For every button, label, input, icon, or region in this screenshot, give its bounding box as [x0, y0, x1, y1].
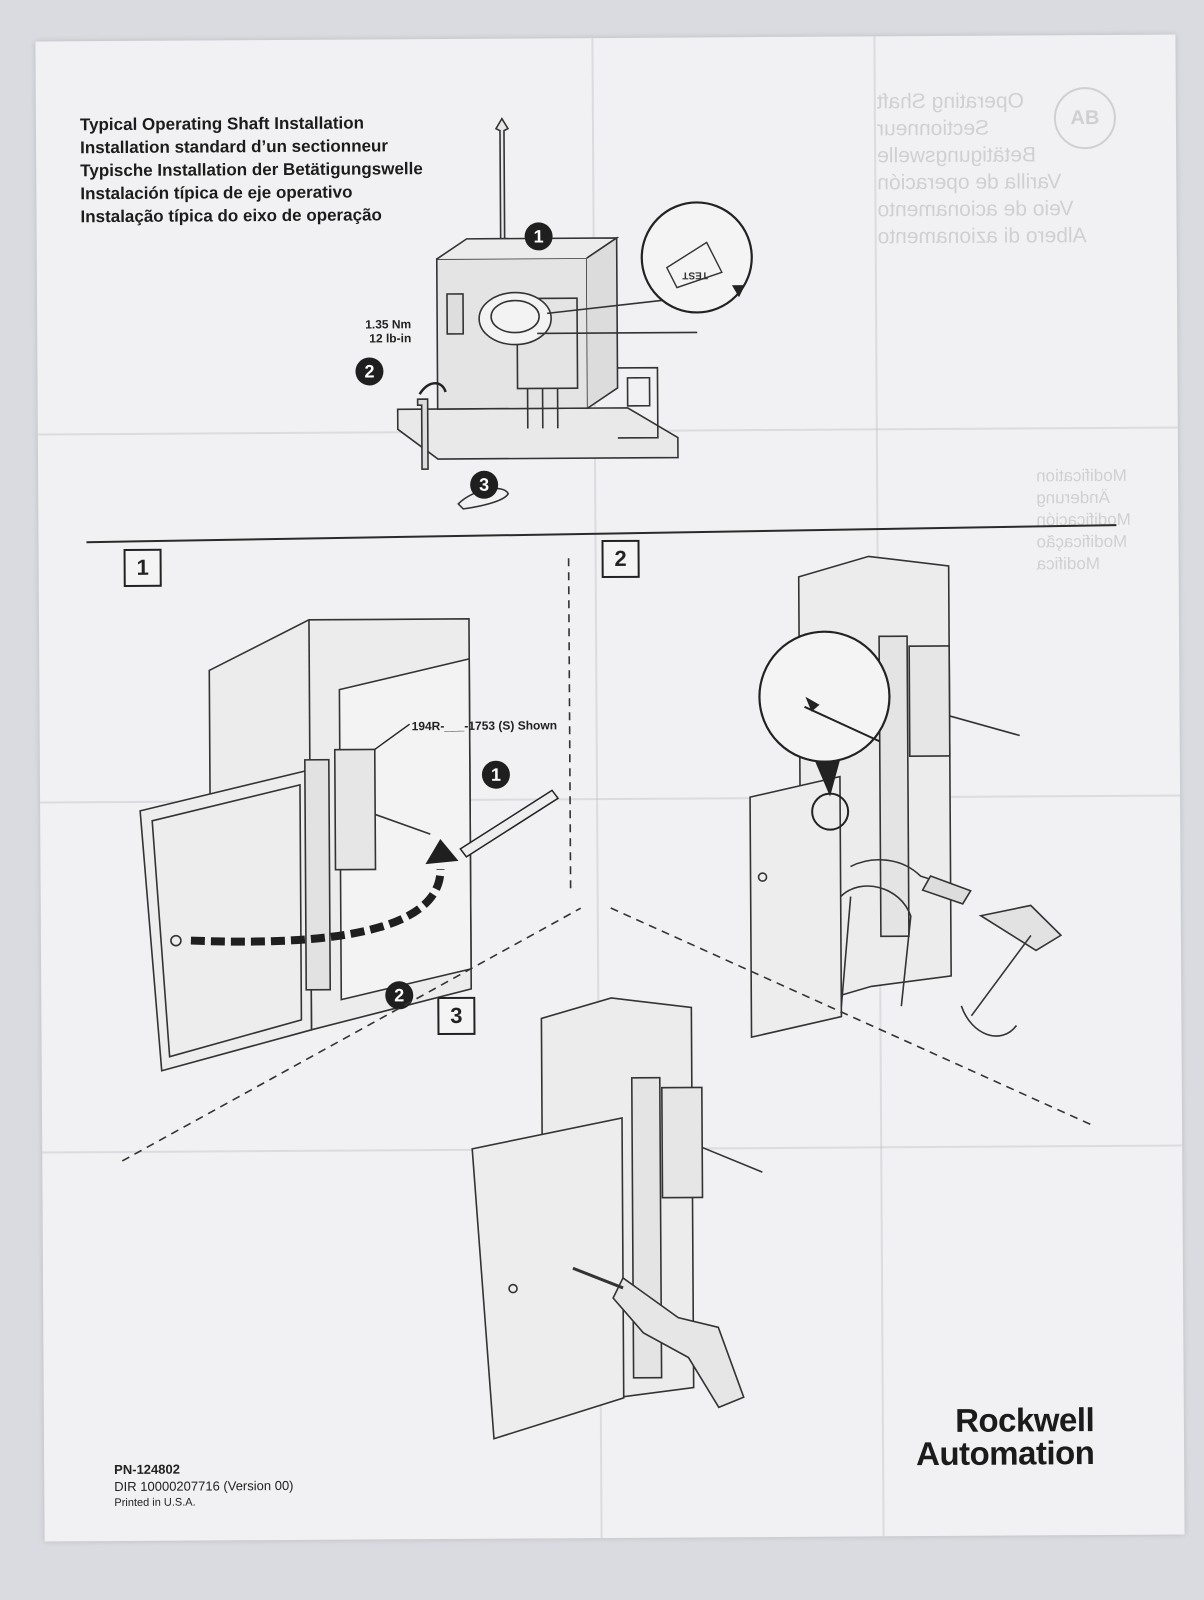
step-2-box: 2 — [601, 539, 640, 579]
test-label: TEST — [682, 269, 708, 280]
title-block: Typical Operating Shaft Installation Ins… — [80, 111, 423, 228]
step-1-illustration — [139, 618, 560, 1072]
step-separator — [567, 558, 572, 889]
callout-3: 3 — [470, 470, 499, 499]
title-es: Instalación típica de eje operativo — [80, 182, 353, 204]
step-3-frame — [121, 907, 1093, 1162]
footer: PN-124802 DIR 10000207716 (Version 00) P… — [114, 1460, 294, 1512]
show-through-text: Operating Shaft Sectionneur Betätigungsw… — [876, 89, 1087, 249]
callout-1: 1 — [524, 222, 553, 251]
torque-spec: 1.35 Nm 12 lb-in — [365, 317, 412, 346]
title-de: Typische Installation der Betätigungswel… — [80, 159, 423, 181]
title-fr: Installation standard d’un sectionneur — [80, 136, 389, 158]
step-1-box: 1 — [123, 548, 162, 587]
part-number: PN-124802 — [114, 1461, 180, 1478]
instruction-sheet: AB Operating Shaft Sectionneur Betätigun… — [35, 34, 1185, 1542]
step-2-illustration — [749, 555, 1063, 1039]
shaft-installation-illustration: TEST — [396, 117, 753, 510]
title-en: Typical Operating Shaft Installation — [79, 113, 365, 135]
rockwell-automation-logo: Rockwell Automation — [915, 1401, 1095, 1473]
dir-number: DIR 10000207716 (Version 00) — [114, 1477, 294, 1495]
model-callout: 194R-___-1753 (S) Shown — [411, 718, 558, 734]
step-1-callout-1: 1 — [481, 760, 511, 789]
step-3-illustration — [471, 997, 763, 1440]
callout-2: 2 — [355, 357, 384, 386]
magnifier-circle — [640, 201, 753, 314]
title-pt: Instalação típica do eixo de operação — [80, 205, 382, 227]
printed-in: Printed in U.S.A. — [114, 1496, 196, 1510]
